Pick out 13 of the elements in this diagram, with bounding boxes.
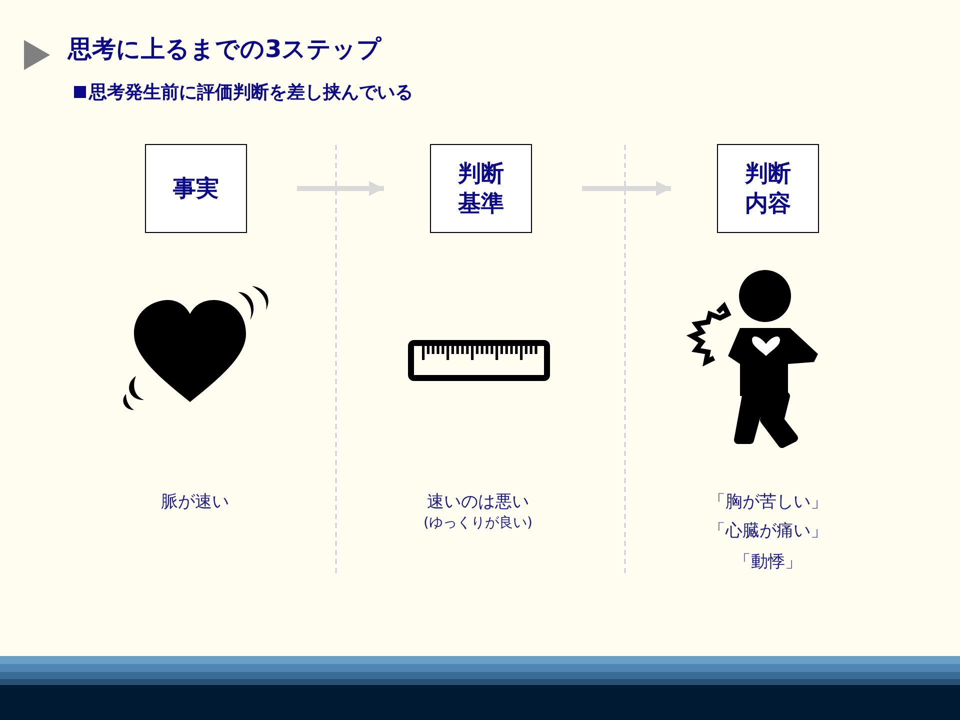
caption: 「心臓が痛い」 — [708, 520, 828, 542]
arrow — [297, 181, 384, 196]
caption: 「胸が苦しい」 — [708, 491, 828, 513]
arrow — [582, 181, 671, 196]
caption: 速いのは悪い — [427, 491, 529, 513]
caption: 「動悸」 — [734, 551, 802, 573]
step-box: 判断基準 — [430, 144, 532, 233]
caption: (ゆっくりが良い) — [424, 514, 532, 532]
title: 思考に上るまでの3ステップ — [68, 34, 382, 65]
step-box: 判断内容 — [717, 144, 819, 233]
caption: 脈が速い — [161, 491, 229, 513]
step-box: 事実 — [145, 144, 247, 233]
subtitle: 思考発生前に評価判断を差し挟んでいる — [89, 81, 413, 104]
